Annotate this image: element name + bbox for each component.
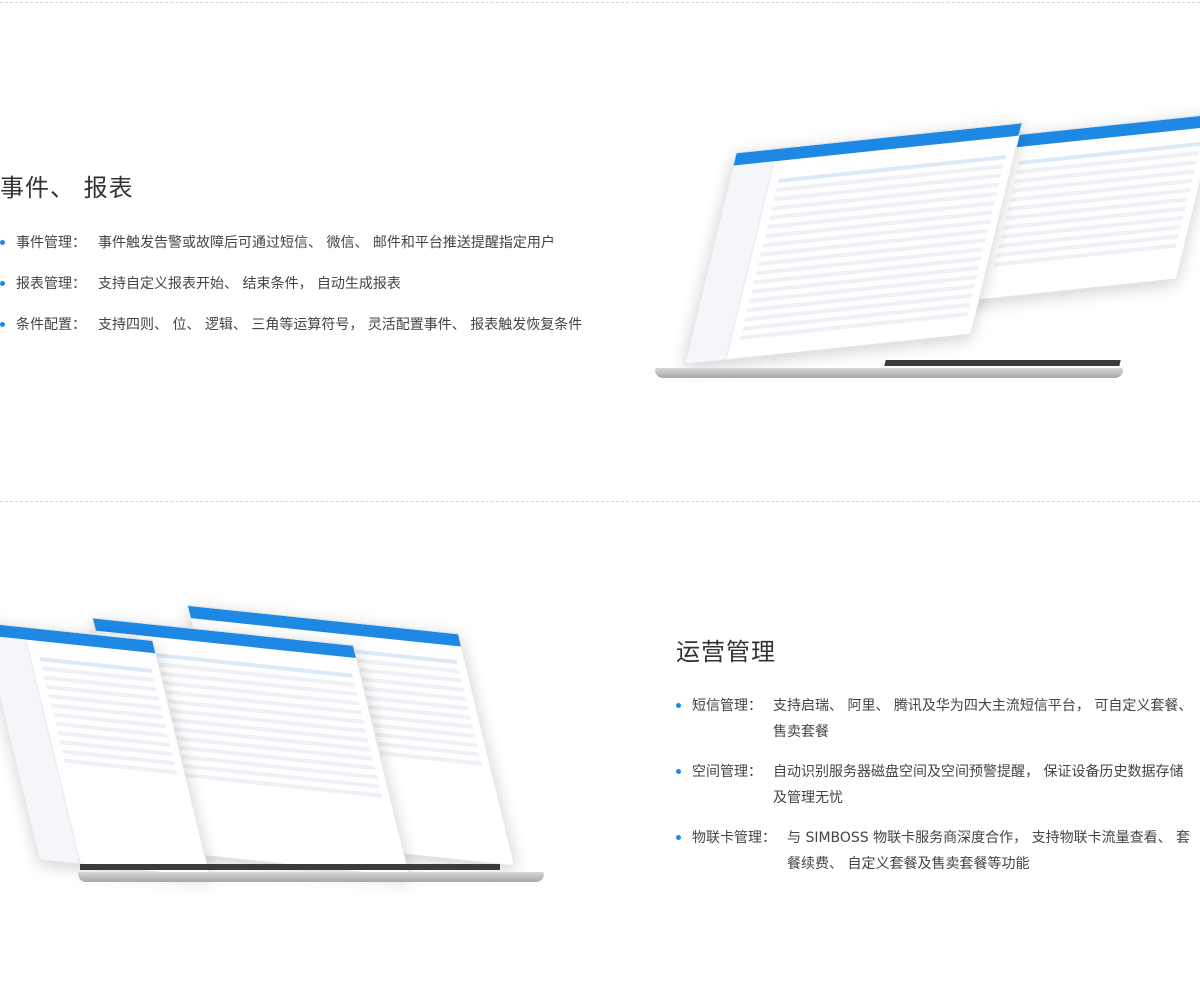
item-text: 支持自定义报表开始、 结束条件， 自动生成报表 bbox=[98, 276, 401, 292]
section1-title: 事件、 报表 bbox=[0, 174, 134, 202]
item-label: 事件管理： bbox=[16, 235, 86, 251]
item-label: 条件配置： bbox=[16, 317, 86, 333]
item-label: 报表管理： bbox=[16, 276, 86, 292]
top-divider bbox=[0, 2, 1200, 3]
laptop-base bbox=[655, 368, 1123, 378]
bullet-dot-icon bbox=[676, 769, 681, 774]
item-text: 事件触发告警或故障后可通过短信、 微信、 邮件和平台推送提醒指定用户 bbox=[98, 235, 555, 251]
section2-item-sms: 短信管理： 支持启瑞、 阿里、 腾讯及华为四大主流短信平台， 可自定义套餐、 售… bbox=[676, 693, 1200, 745]
section2-item-iotcard: 物联卡管理： 与 SIMBOSS 物联卡服务商深度合作， 支持物联卡流量查看、 … bbox=[676, 825, 1200, 877]
item-label: 短信管理： bbox=[692, 698, 762, 714]
laptop-illustration-reports bbox=[655, 113, 1200, 386]
item-text: 支持四则、 位、 逻辑、 三角等运算符号， 灵活配置事件、 报表触发恢复条件 bbox=[98, 317, 583, 333]
middle-divider bbox=[0, 501, 1200, 502]
bullet-dot-icon bbox=[676, 703, 681, 708]
section2-item-space: 空间管理： 自动识别服务器磁盘空间及空间预警提醒， 保证设备历史数据存储 及管理… bbox=[676, 759, 1200, 811]
section1-item-conditions: 条件配置： 支持四则、 位、 逻辑、 三角等运算符号， 灵活配置事件、 报表触发… bbox=[0, 312, 640, 338]
item-text: 自动识别服务器磁盘空间及空间预警提醒， 保证设备历史数据存储 及管理无忧 bbox=[773, 764, 1184, 806]
section1-item-events: 事件管理： 事件触发告警或故障后可通过短信、 微信、 邮件和平台推送提醒指定用户 bbox=[0, 230, 640, 256]
laptop-illustration-operations bbox=[0, 604, 560, 892]
item-text: 与 SIMBOSS 物联卡服务商深度合作， 支持物联卡流量查看、 套 餐续费、 … bbox=[787, 830, 1191, 872]
bullet-dot-icon bbox=[0, 281, 5, 286]
bullet-dot-icon bbox=[676, 835, 681, 840]
section1-item-reports: 报表管理： 支持自定义报表开始、 结束条件， 自动生成报表 bbox=[0, 271, 640, 297]
bullet-dot-icon bbox=[0, 240, 5, 245]
section2-title: 运营管理 bbox=[676, 638, 776, 666]
app-screen-front bbox=[684, 122, 1023, 365]
laptop-base bbox=[78, 872, 544, 882]
item-label: 空间管理： bbox=[692, 764, 762, 780]
bullet-dot-icon bbox=[0, 322, 5, 327]
item-text: 支持启瑞、 阿里、 腾讯及华为四大主流短信平台， 可自定义套餐、 售卖套餐 bbox=[773, 698, 1193, 740]
item-label: 物联卡管理： bbox=[692, 830, 776, 846]
